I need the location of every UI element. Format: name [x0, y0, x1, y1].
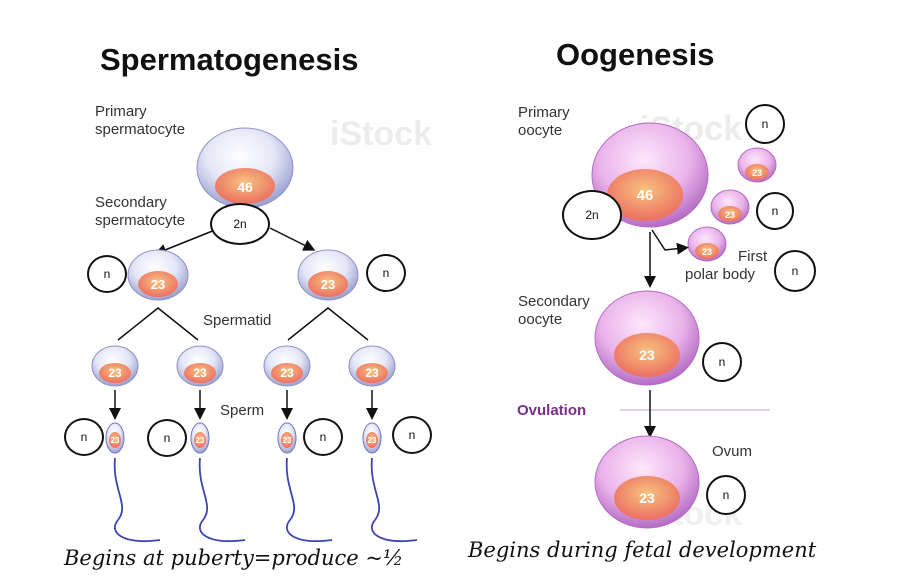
primary-oocyte-number: 46 [637, 187, 654, 204]
primary-spermatocyte-number: 46 [237, 179, 253, 195]
secondary-spermatocyte-number: 23 [151, 277, 165, 292]
polar-body [710, 189, 750, 225]
annotation-n: n [706, 475, 746, 515]
ovulation-label: Ovulation [517, 402, 587, 419]
spermatogenesis-title: Spermatogenesis [100, 42, 359, 77]
spermatid [263, 345, 311, 387]
annotation-n: n [774, 250, 816, 292]
sperm [277, 422, 333, 542]
spermatid [348, 345, 396, 387]
secondary-spermatocyte [127, 249, 189, 301]
sperm [190, 422, 246, 542]
spermatogenesis-note: Begins at puberty=produce ~½ [64, 546, 404, 570]
annotation-n: n [366, 254, 406, 292]
primary-spermatocyte [196, 127, 294, 209]
ovum-number: 23 [639, 490, 655, 506]
spermatid [91, 345, 139, 387]
annotation-n: n [147, 419, 187, 457]
annotation-n: n [702, 342, 742, 382]
annotation-n: n [745, 104, 785, 144]
spermatid-number: 23 [365, 366, 379, 380]
annotation-2n: 2n [562, 190, 622, 240]
spermatid-number: 23 [108, 366, 122, 380]
first-polar-body [687, 226, 727, 262]
primary-oocyte-label: Primary oocyte [518, 104, 570, 139]
ovum [594, 435, 700, 529]
watermark: iStock [330, 115, 432, 153]
secondary-spermatocyte-label: Secondary spermatocyte [95, 194, 186, 229]
polar-body-number: 23 [752, 168, 762, 178]
primary-oocyte [591, 122, 709, 228]
first-polar-body-label: First polar body [685, 248, 768, 283]
annotation-2n: 2n [210, 203, 270, 245]
annotation-n: n [303, 418, 343, 456]
annotation-n: n [87, 255, 127, 293]
sperm [362, 422, 418, 542]
sperm-number: 23 [196, 436, 205, 445]
spermatid-number: 23 [280, 366, 294, 380]
sperm-number: 23 [283, 436, 292, 445]
sperm-number: 23 [111, 436, 120, 445]
oogenesis-title: Oogenesis [556, 37, 715, 72]
sperm-label: Sperm [220, 402, 265, 419]
polar-body-number: 23 [702, 247, 712, 257]
annotation-n: n [392, 416, 432, 454]
secondary-oocyte [594, 290, 700, 386]
spermatid-number: 23 [193, 366, 207, 380]
annotation-n: n [756, 192, 794, 230]
secondary-spermatocyte [297, 249, 359, 301]
spermatid [176, 345, 224, 387]
primary-spermatocyte-label: Primary spermatocyte [95, 103, 186, 138]
sperm [105, 422, 161, 542]
ovum-label: Ovum [712, 443, 753, 460]
annotation-n: n [64, 418, 104, 456]
secondary-oocyte-number: 23 [639, 347, 655, 363]
sperm-number: 23 [368, 436, 377, 445]
spermatid-label: Spermatid [203, 312, 272, 329]
secondary-spermatocyte-number: 23 [321, 277, 335, 292]
oogenesis-note: Begins during fetal development [468, 538, 817, 562]
polar-body-number: 23 [725, 210, 735, 220]
secondary-oocyte-label: Secondary oocyte [518, 293, 590, 328]
polar-body [737, 147, 777, 183]
